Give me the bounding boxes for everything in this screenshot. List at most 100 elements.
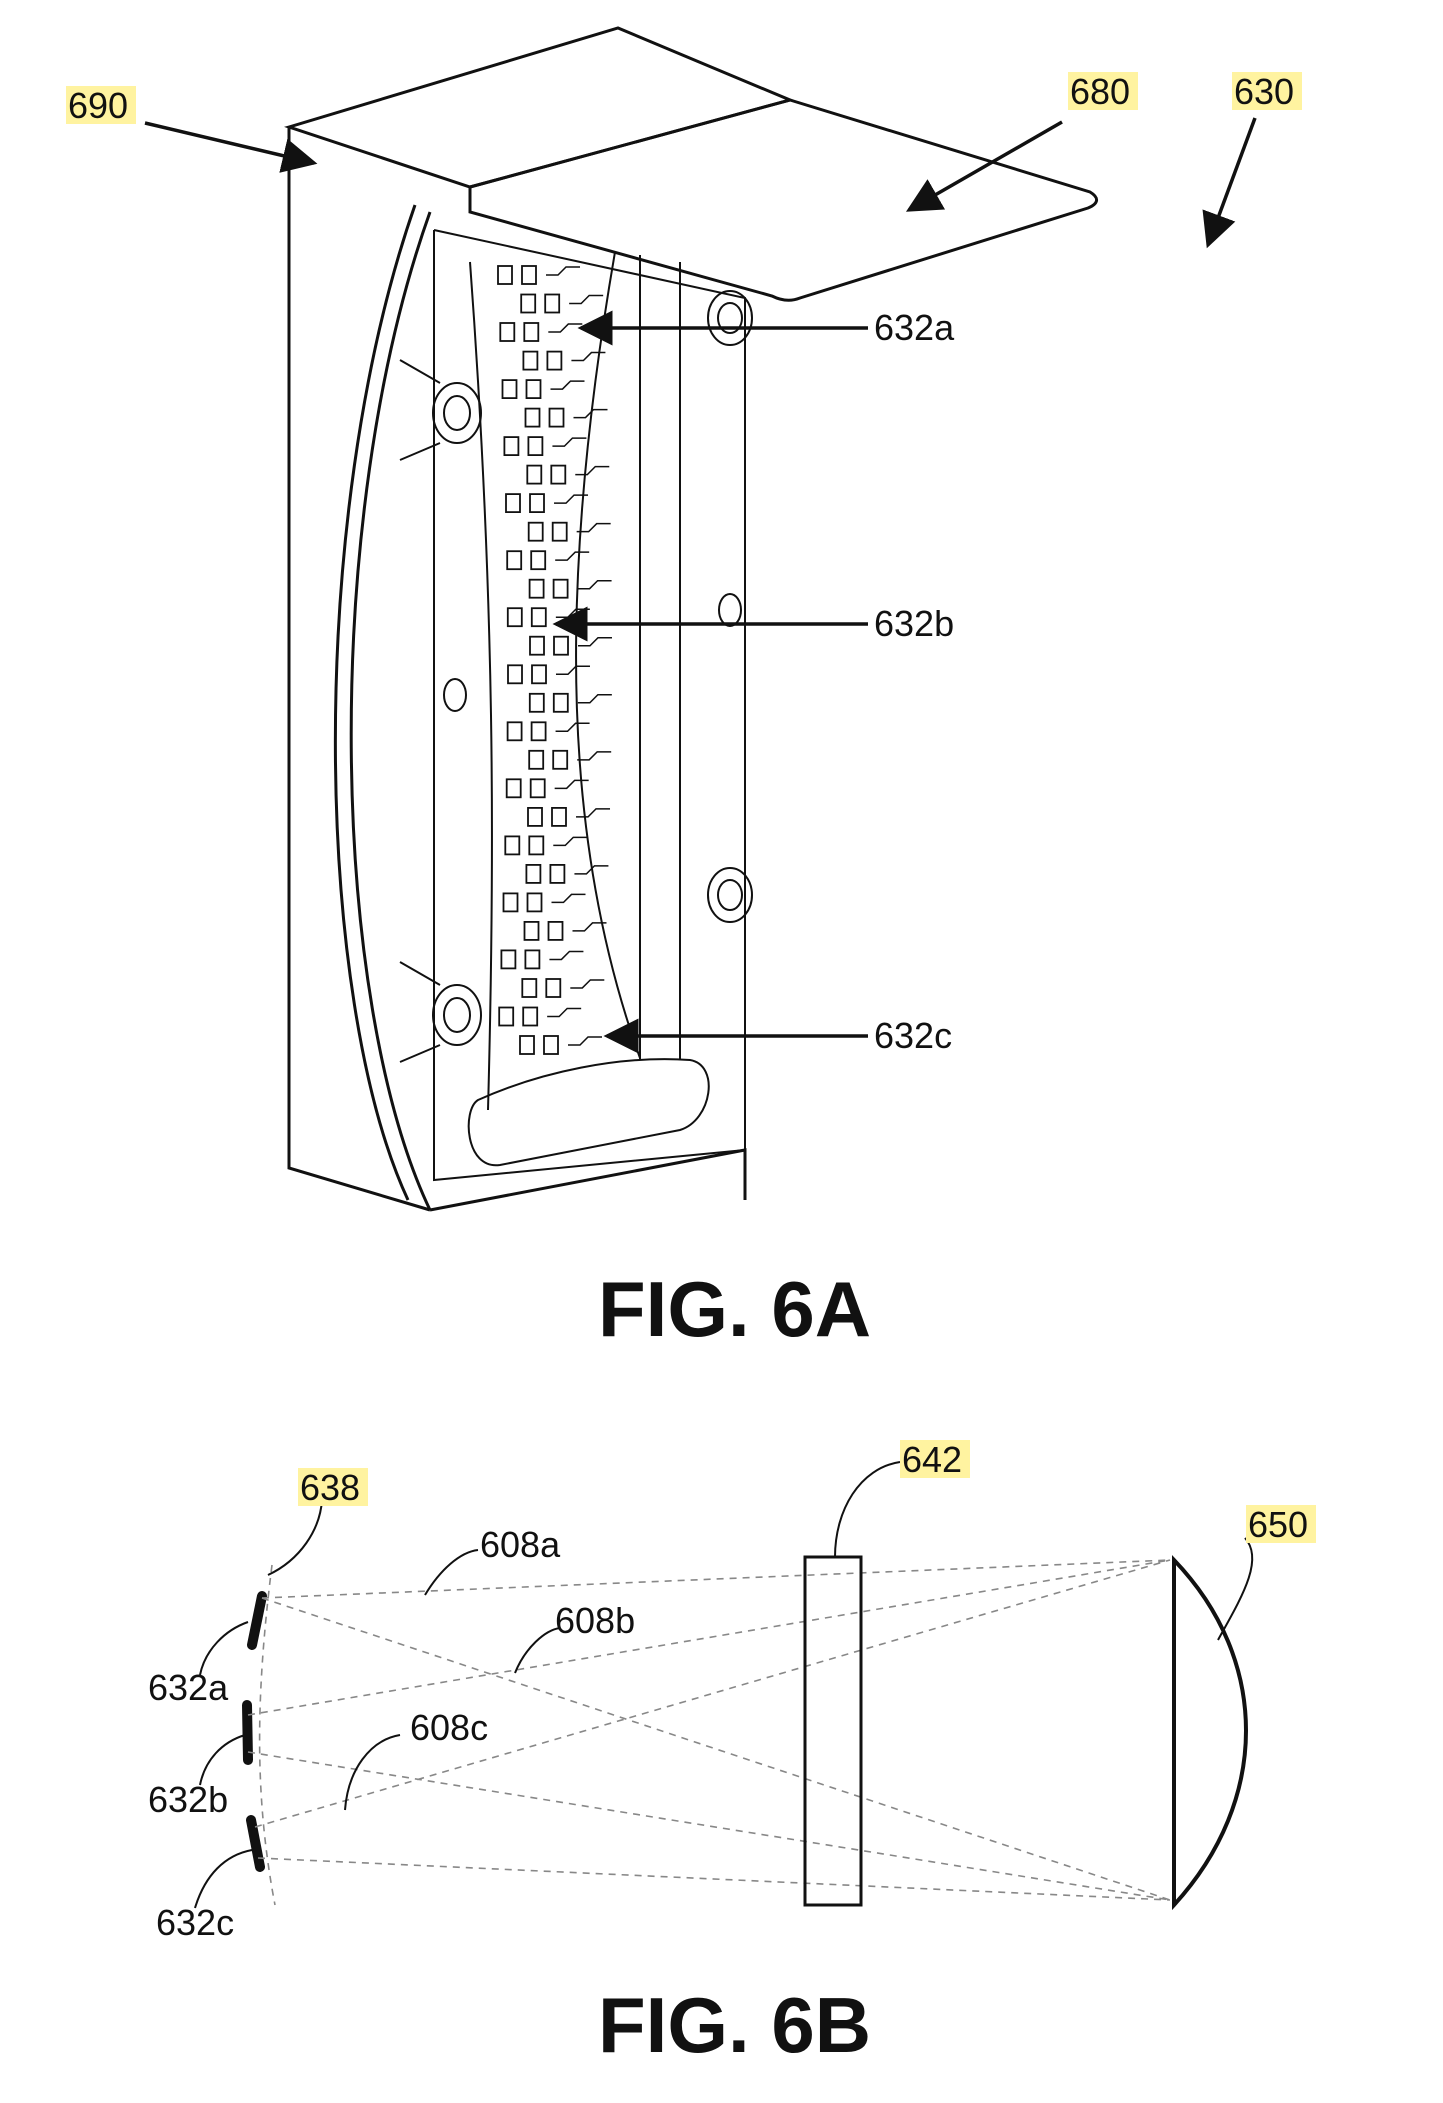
leader-638 (267, 1499, 323, 1576)
emitter-pad (527, 436, 544, 457)
leader-680 (905, 120, 1063, 212)
emitter-trace (571, 351, 606, 362)
emitter-632b (242, 1700, 253, 1765)
emitter-pad (521, 265, 537, 285)
emitter-trace (576, 522, 611, 533)
emitter-pad (525, 379, 542, 400)
emitter-pad (507, 664, 523, 685)
emitter-pad (523, 921, 540, 941)
emitter-pad (525, 864, 542, 884)
emitter-pad (551, 807, 567, 827)
emitter-pad (498, 1006, 515, 1027)
plate-680 (468, 98, 1098, 302)
leader-642 (834, 1461, 901, 1558)
emitter-pad (550, 464, 567, 485)
emitter-array (497, 265, 612, 1055)
emitter-trace (569, 294, 604, 305)
emitter-pad (501, 379, 518, 400)
label-632a-6a: 632a (874, 307, 955, 348)
emitter-trace (550, 380, 585, 390)
emitter-trace (577, 579, 612, 590)
lens-650 (1172, 1555, 1248, 1911)
emitter-pad (527, 521, 544, 542)
emitter-pad (549, 864, 566, 884)
housing-body (284, 26, 795, 1212)
label-630: 630 (1234, 71, 1294, 112)
emitter-trace (576, 808, 611, 818)
caption-fig-6b: FIG. 6B (598, 1981, 871, 2069)
emitter-trace (546, 266, 580, 276)
emitter-pad (506, 607, 523, 628)
emitter-trace (572, 922, 607, 932)
emitter-trace (555, 665, 590, 676)
label-608b: 608b (555, 1600, 635, 1641)
emitter-pad (500, 949, 517, 970)
emitter-trace (577, 694, 612, 704)
hole-left (443, 678, 467, 712)
emitter-pad (528, 692, 545, 713)
fig-6a-drawing: 690 680 630 632a 632b 632c FIG. 6A (66, 26, 1302, 1353)
emitter-pad (545, 978, 562, 998)
label-680: 680 (1070, 71, 1130, 112)
emitter-trace (554, 779, 589, 790)
emitter-pad (529, 778, 546, 799)
emitter-pad (547, 921, 564, 941)
focal-surface-638 (258, 1564, 276, 1906)
emitter-pad (506, 721, 523, 742)
hole-right (718, 593, 742, 627)
emitter-pad (523, 322, 540, 342)
mounting-boss-lower-right (707, 867, 753, 923)
emitter-pad (503, 436, 520, 457)
emitter-pad (530, 607, 547, 628)
emitter-632a (247, 1591, 267, 1650)
emitter-trace (575, 465, 610, 476)
emitter-pad (506, 550, 523, 571)
emitter-pad (522, 350, 539, 371)
emitter-trace (573, 408, 608, 419)
emitter-pad (521, 978, 538, 998)
label-650-highlight (1246, 1505, 1316, 1543)
emitter-trace (553, 836, 588, 847)
leader-690 (144, 121, 318, 173)
emitter-pad (504, 835, 521, 856)
emitter-trace (551, 893, 586, 904)
label-608a: 608a (480, 1524, 561, 1565)
emitter-pad (544, 293, 561, 314)
label-608c: 608c (410, 1707, 488, 1748)
label-632c-6a: 632c (874, 1015, 952, 1056)
emitter-trace (574, 865, 609, 875)
emitter-pad (499, 322, 516, 342)
emitter-pad (524, 949, 541, 970)
emitter-pad (548, 407, 565, 428)
leader-608b (514, 1627, 561, 1674)
emitter-pad (546, 350, 563, 371)
leader-632b-6b (199, 1734, 246, 1786)
emitter-pad (551, 521, 568, 542)
emitter-pad (505, 493, 521, 514)
leader-632c-6b (194, 1849, 253, 1909)
emitter-pad (519, 1035, 535, 1055)
mounting-boss-upper-left (399, 359, 482, 461)
fig-6b-drawing: 638 642 650 608a 608b 608c 632a 632b 632… (148, 1439, 1316, 2069)
emitter-trace (554, 494, 589, 504)
emitter-trace (549, 950, 584, 961)
emitter-pad (505, 778, 522, 799)
label-690-highlight (66, 86, 136, 124)
emitter-trace (547, 1007, 582, 1018)
emitter-pad (528, 835, 545, 856)
emitter-pad (553, 635, 569, 656)
emitter-pad (552, 578, 569, 599)
emitter-pad (529, 493, 545, 514)
label-632a-6b: 632a (148, 1667, 229, 1708)
leader-608c (344, 1734, 401, 1811)
optical-element-642 (803, 1555, 863, 1907)
leader-608a (424, 1549, 479, 1596)
emitter-pad (524, 407, 541, 428)
label-630-highlight (1232, 72, 1302, 110)
emitter-trace (577, 636, 612, 647)
label-642: 642 (902, 1439, 962, 1480)
label-690: 690 (68, 85, 128, 126)
emitter-pad (526, 892, 543, 913)
label-632b-6b: 632b (148, 1779, 228, 1820)
leader-632a-6b (199, 1621, 249, 1676)
